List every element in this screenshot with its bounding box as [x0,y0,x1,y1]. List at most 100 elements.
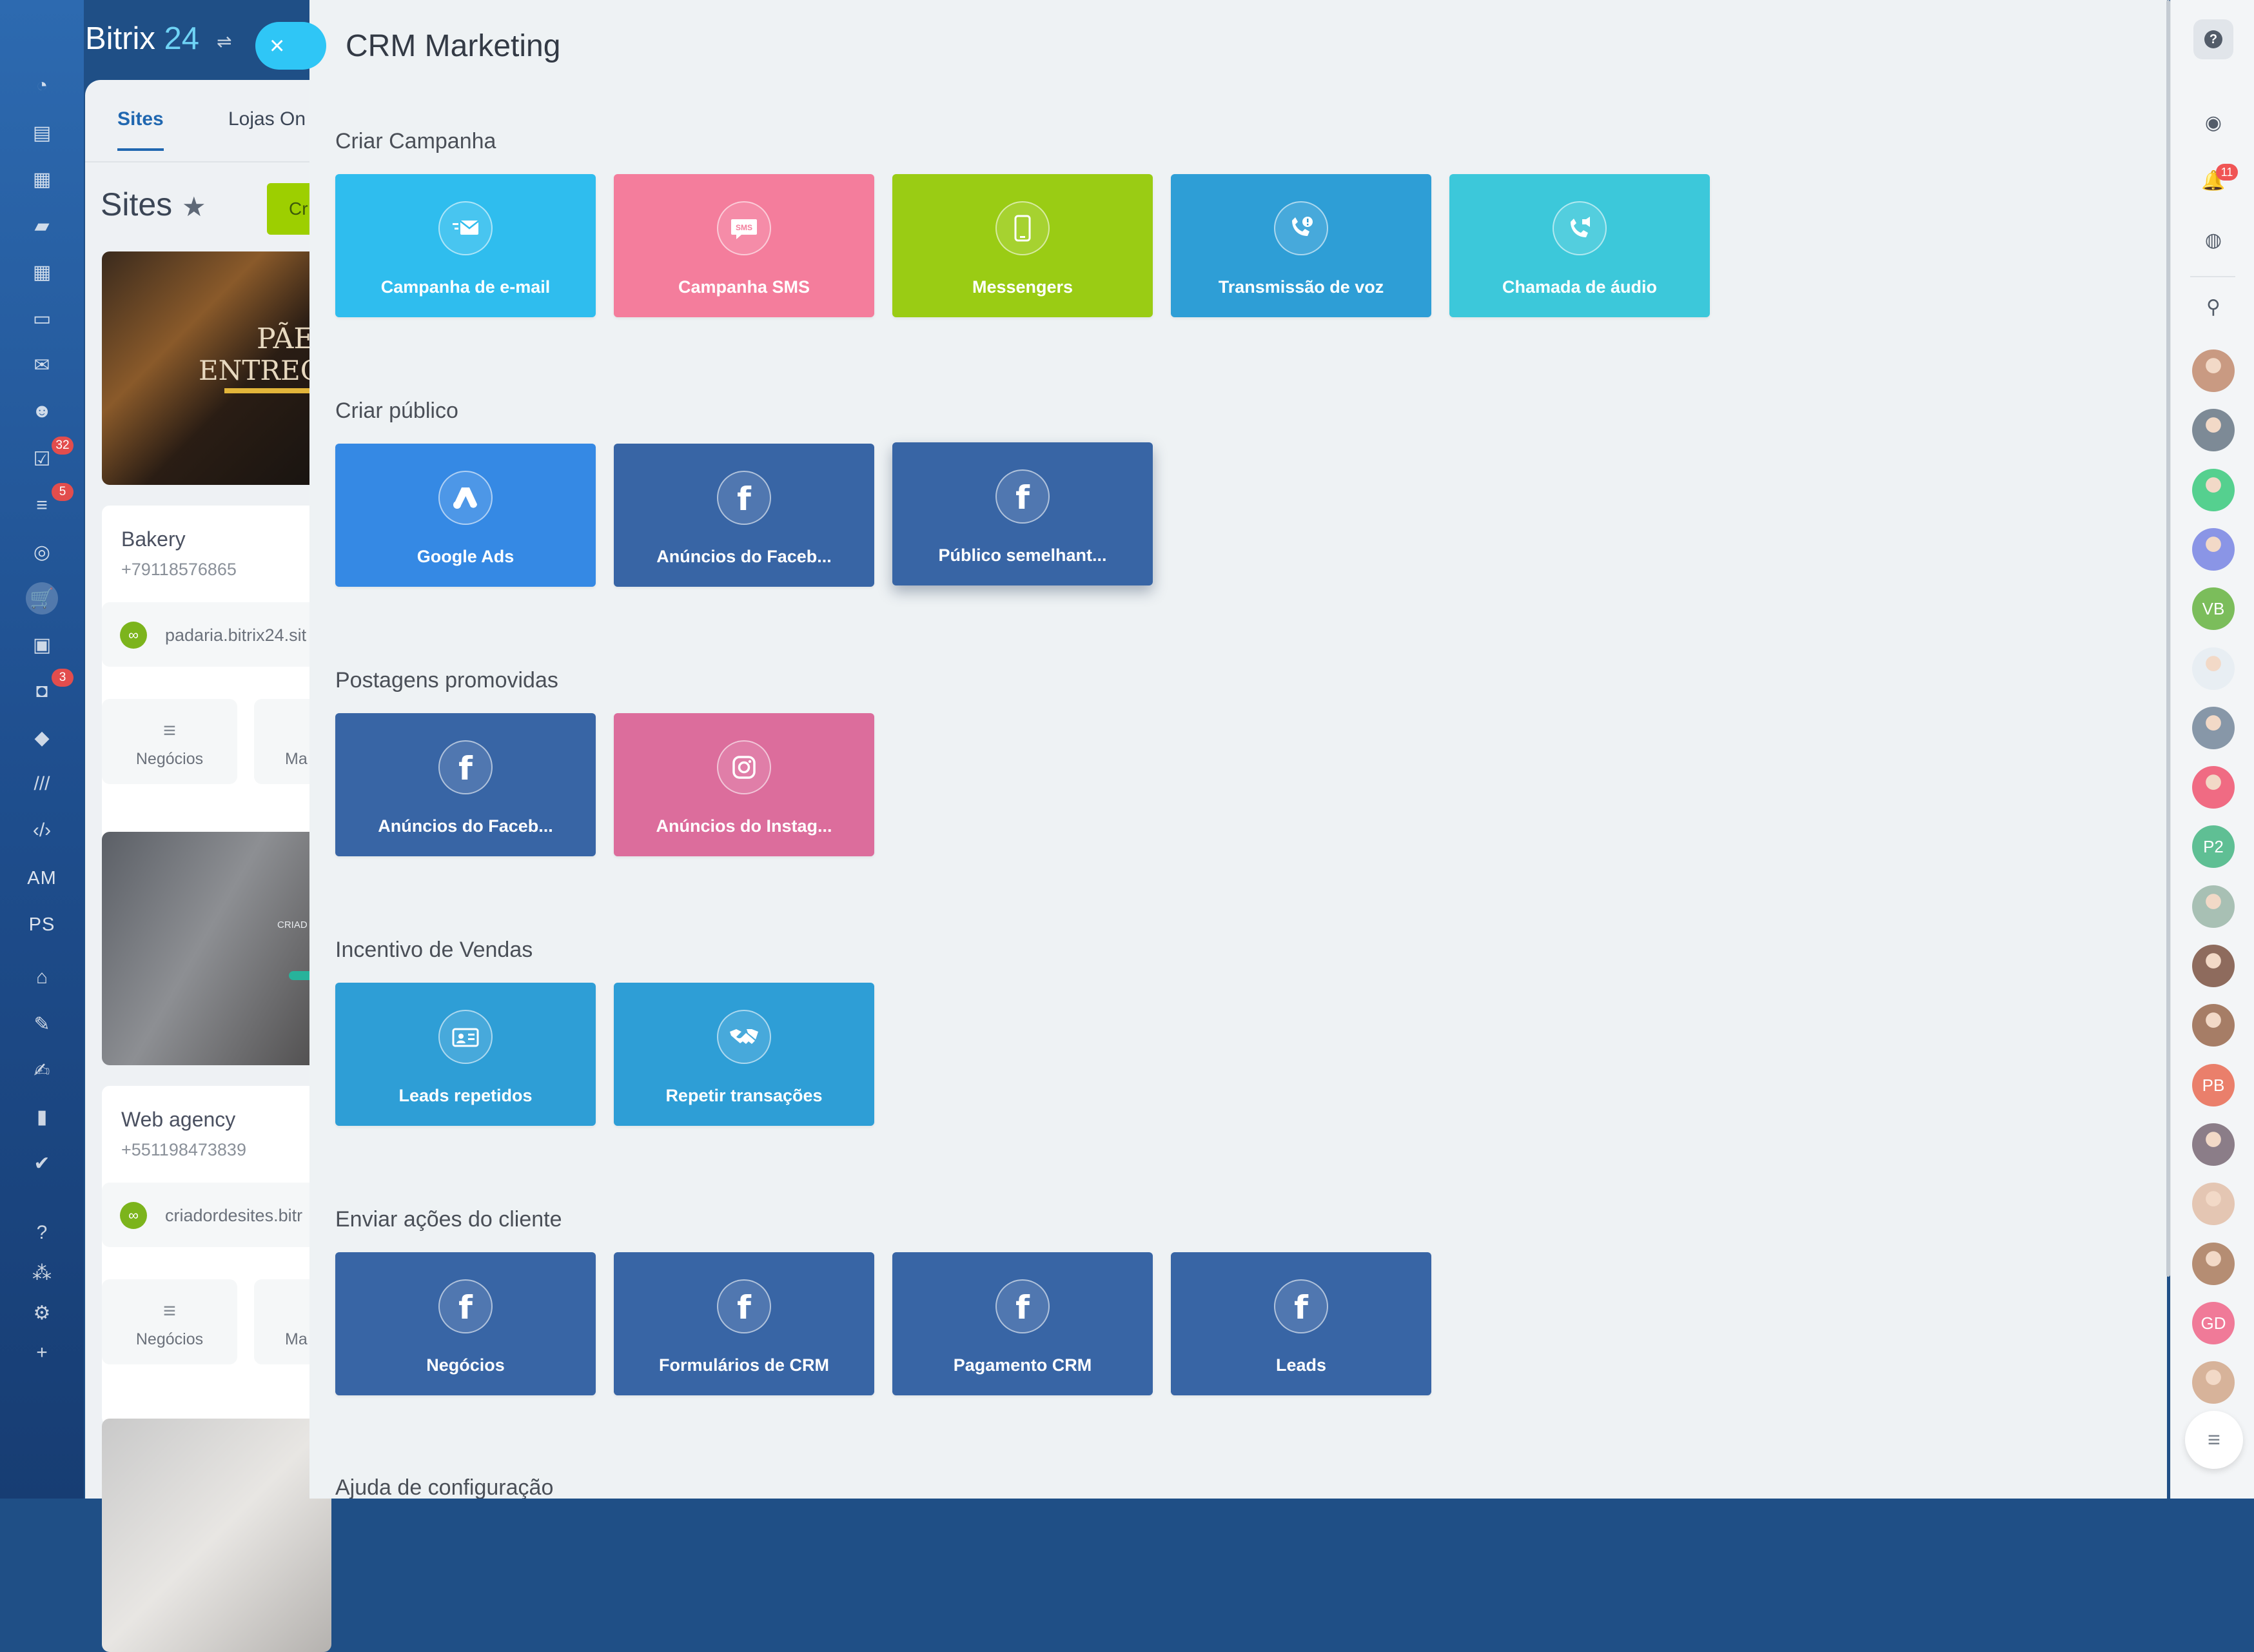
avatar-photo[interactable] [2192,1361,2235,1404]
avatar-photo[interactable] [2192,349,2235,392]
marketing-tile[interactable]: Repetir transações [614,983,874,1126]
notifications-bell-icon[interactable]: 🔔11 [2193,160,2238,201]
calendar-icon[interactable]: ▦ [26,256,58,288]
site-card[interactable]: CRIAD Web agency +551198473839 ∞ criador… [86,832,389,1425]
site-thumbnail[interactable]: PÃES ENTREGUE N [102,251,397,485]
avatar-notes[interactable] [2192,469,2235,511]
avatar-photo[interactable] [2192,1123,2235,1166]
crm-funnel-icon[interactable]: ≡5 [26,483,74,522]
marketing-label: Ma [285,750,308,768]
avatar-photo[interactable] [2192,1183,2235,1225]
avatar-photo[interactable] [2192,1243,2235,1285]
structure-icon[interactable]: ⁂ [26,1257,58,1289]
feed-icon[interactable]: ◔ [26,70,58,102]
page-title: CRM Marketing [346,29,561,63]
site-thumbnail[interactable]: CRIAD [102,832,331,1065]
tile-label: Público semelhant... [938,546,1107,565]
deals-button[interactable]: ≡ Negócios [102,1279,237,1364]
handshake-icon [717,1010,771,1064]
team-icon[interactable]: ☻ [26,395,58,428]
code-icon[interactable]: ‹/› [26,814,58,847]
marketing-tile[interactable]: Anúncios do Instag... [614,713,874,856]
tile-label: Anúncios do Instag... [656,816,832,836]
contacts-card-icon[interactable]: ▣ [26,629,58,661]
nav-glyph: ✍ [34,1059,50,1081]
slider-scrollbar[interactable] [2166,0,2170,1277]
avatar-photo[interactable] [2192,1004,2235,1047]
chat-menu-button[interactable]: ≡ [2185,1411,2243,1469]
search-icon[interactable]: ⚲ [2206,296,2220,318]
site-card[interactable]: PÃES ENTREGUE N Bakery +79118576865 ∞ pa… [86,251,397,845]
avatar-vb[interactable]: VB [2192,587,2235,630]
deals-button[interactable]: ≡ Negócios [102,699,237,784]
help-icon[interactable]: ? [2193,19,2233,59]
tab-online-stores[interactable]: Lojas On [228,108,306,130]
target-icon[interactable]: ◎ [26,536,58,568]
favorite-star-icon[interactable]: ★ [182,192,206,222]
site-card[interactable] [86,1419,331,1652]
avatar-gd[interactable]: GD [2192,1302,2235,1344]
avatar-photo[interactable] [2192,945,2235,987]
drive-icon[interactable]: ▦ [26,163,58,195]
shop-icon[interactable]: 🛒 [26,582,58,615]
signature-icon[interactable]: ✍ [26,1054,58,1087]
marketing-icon[interactable]: /// [26,768,58,800]
logo-settings-icon[interactable]: ⇌ [217,32,232,52]
marketing-tile[interactable]: Google Ads [335,444,596,587]
add-icon[interactable]: + [26,1337,58,1369]
facebook-icon: f [995,469,1050,524]
inbox-icon[interactable]: ▭ [26,302,58,335]
box-icon[interactable]: ◆ [26,722,58,754]
site-thumbnail[interactable] [102,1419,331,1652]
avatar-pb[interactable]: PB [2192,1064,2235,1106]
avatar-calendar-chat[interactable] [2192,528,2235,571]
marketing-tile[interactable]: Chamada de áudio [1449,174,1710,317]
avatar-photo[interactable] [2192,885,2235,928]
avatar-chart[interactable] [2192,647,2235,690]
site-link[interactable]: ∞ criadordesites.bitr [102,1183,331,1247]
nav-glyph: ? [36,1222,48,1243]
am-text[interactable]: AM [26,862,58,894]
close-slider-button[interactable]: × [255,22,326,70]
avatar-group-chat[interactable] [2192,409,2235,451]
sign-doc-icon[interactable]: ✎ [26,1008,58,1040]
analytics-icon[interactable]: ▮ [26,1101,58,1133]
bot-icon[interactable]: ◘3 [26,669,74,707]
avatar-photo[interactable] [2192,707,2235,749]
bitrix24-logo[interactable]: Bitrix 24 [85,21,199,57]
mail-icon[interactable]: ✉ [26,349,58,381]
tasks-icon[interactable]: ☑32 [26,437,74,475]
bank-icon[interactable]: ⌂ [26,961,58,994]
marketing-tile[interactable]: Transmissão de voz [1171,174,1431,317]
timeman-icon[interactable]: ◉ [2204,112,2222,133]
nav-glyph: ⁂ [32,1262,52,1284]
ps-text[interactable]: PS [26,909,58,941]
site-link[interactable]: ∞ padaria.bitrix24.sit [102,602,331,667]
documents-icon[interactable]: ▤ [26,117,58,149]
site-phone: +79118576865 [121,560,237,579]
site-name: Web agency [121,1108,236,1131]
messages-icon[interactable]: ◍ [2204,229,2222,251]
site-url: padaria.bitrix24.sit [165,625,307,645]
check-circle-icon[interactable]: ✔ [26,1147,58,1179]
tile-label: Leads repetidos [398,1086,533,1105]
help-icon[interactable]: ? [26,1217,58,1249]
settings-icon[interactable]: ⚙ [26,1297,58,1329]
voice-broadcast-icon [1274,201,1328,255]
marketing-tile[interactable]: Campanha de e-mail [335,174,596,317]
avatar-contact-card[interactable] [2192,766,2235,809]
chat-icon[interactable]: ▰ [26,210,58,242]
marketing-tile[interactable]: Leads repetidos [335,983,596,1126]
tab-sites[interactable]: Sites [117,108,164,151]
avatar-p2[interactable]: P2 [2192,825,2235,868]
marketing-tile[interactable]: Messengers [892,174,1153,317]
